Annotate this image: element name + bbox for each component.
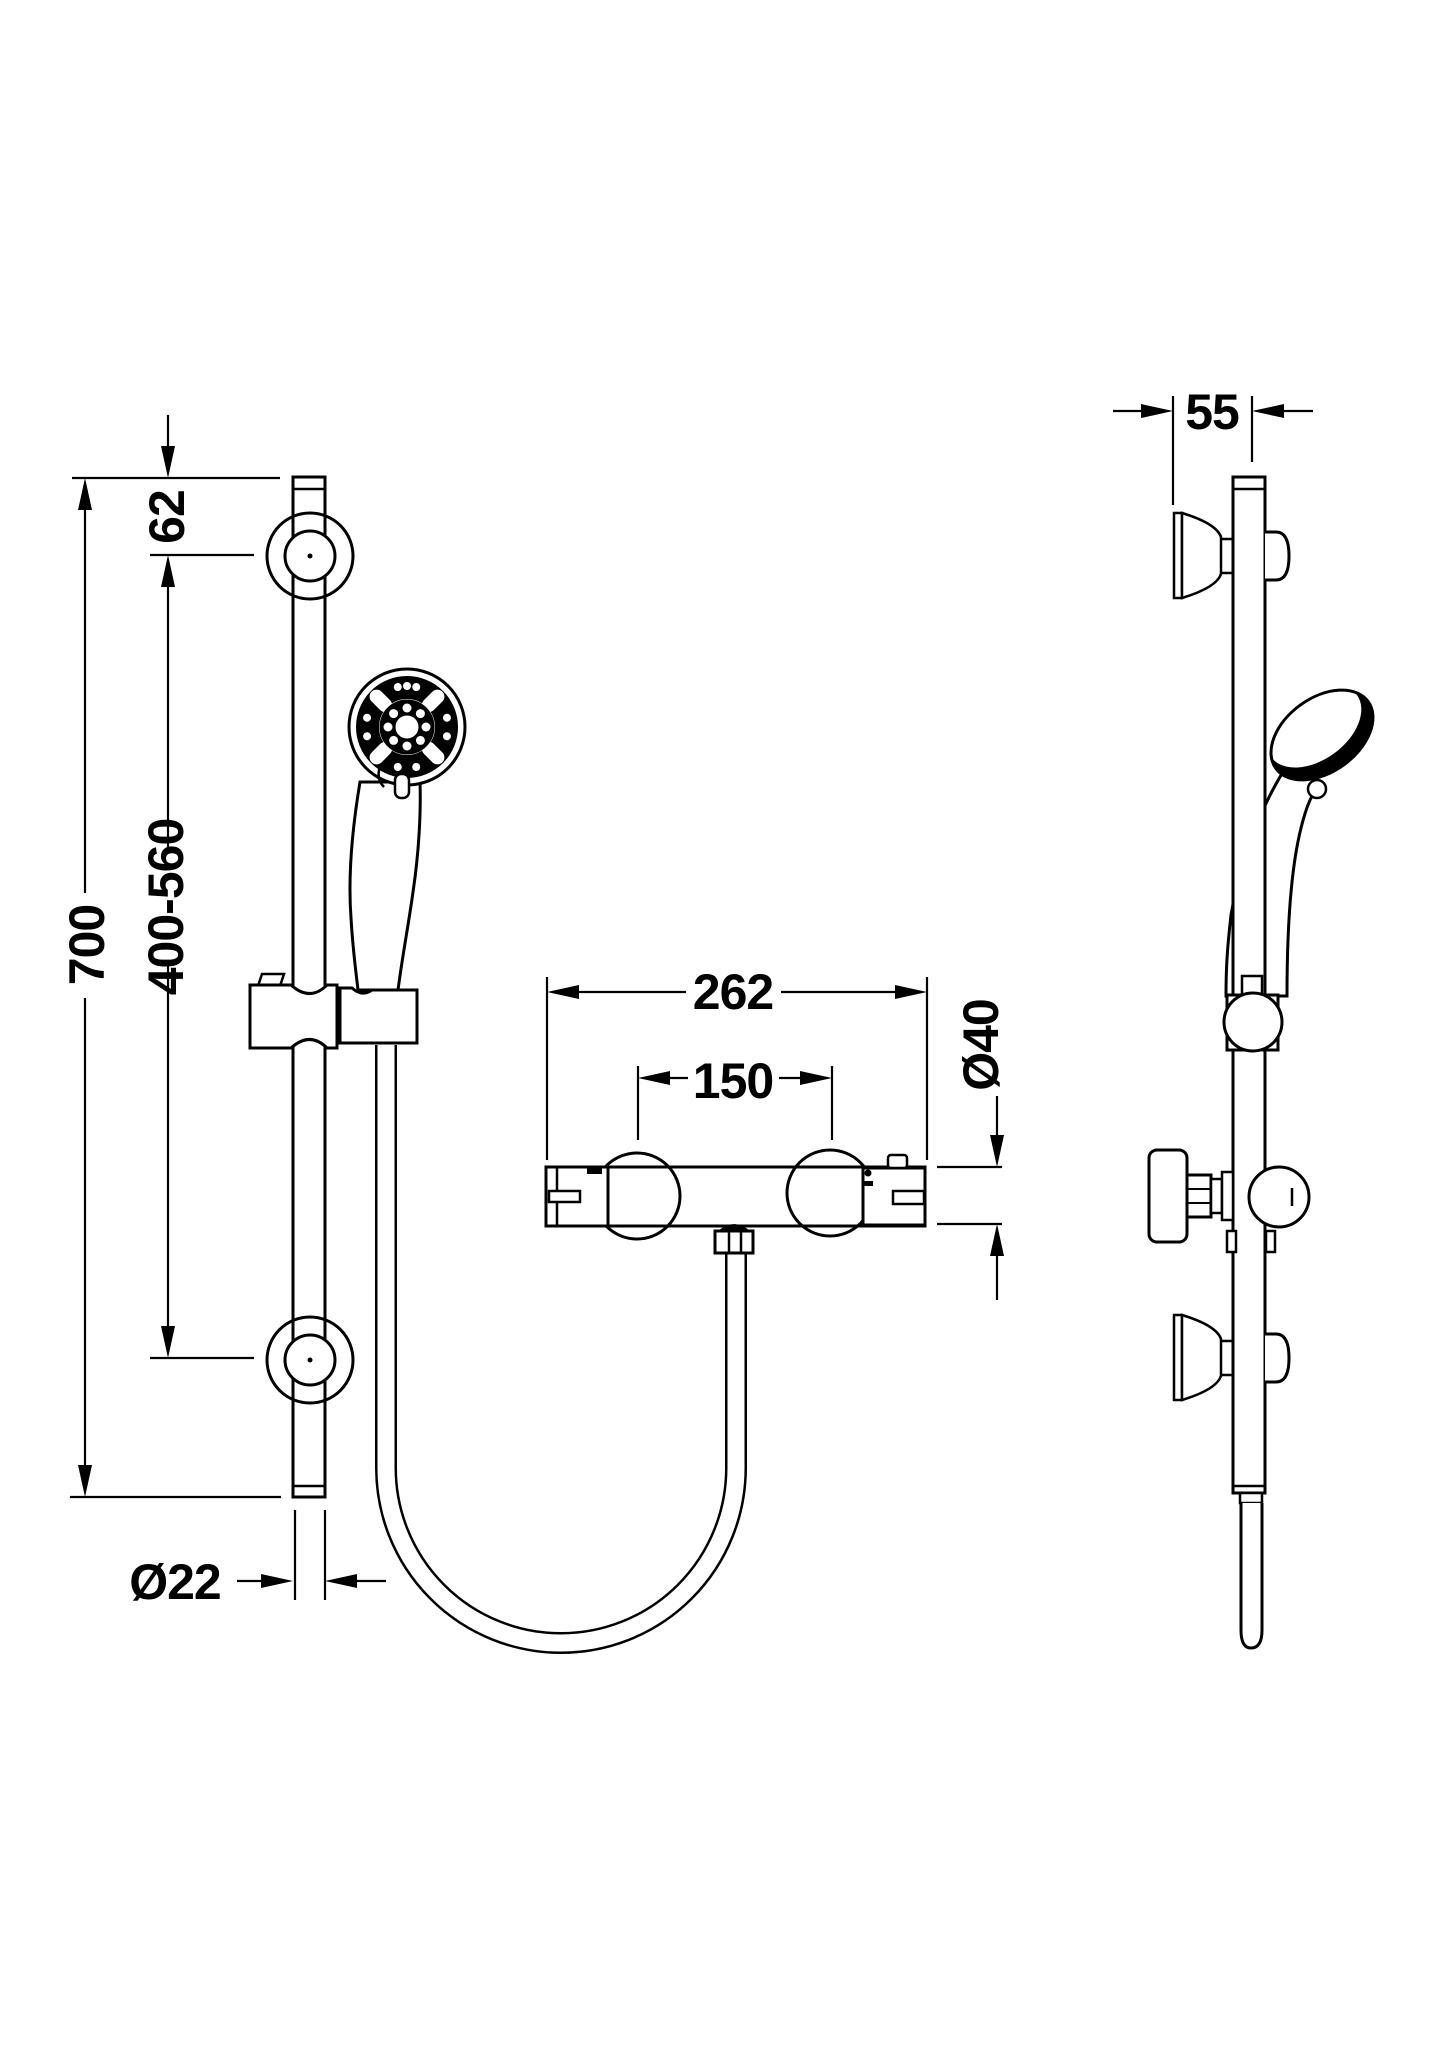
flow-mark-dot bbox=[864, 1169, 872, 1177]
flow-handle bbox=[861, 1153, 927, 1227]
side-slider-bracket bbox=[1222, 974, 1284, 1053]
temperature-handle bbox=[544, 1165, 610, 1228]
dimension-bracket-offsets: 62 400-560 bbox=[72, 415, 280, 1360]
dimension-label-valve-body-diameter: Ø40 bbox=[953, 999, 1009, 1091]
dimension-valve-body-diameter: Ø40 bbox=[937, 999, 1009, 1300]
spray-selector-hook bbox=[377, 763, 385, 788]
dimension-connection-centres: 150 bbox=[636, 1053, 834, 1140]
dimension-label-connection-centres: 150 bbox=[693, 1053, 773, 1109]
side-valve-knob bbox=[1247, 1165, 1311, 1229]
dimension-valve-width: 262 bbox=[545, 964, 929, 1160]
dimension-label-bracket-range: 400-560 bbox=[138, 819, 194, 996]
temperature-mark bbox=[587, 1167, 602, 1174]
side-bottom-wall-bracket bbox=[1172, 1313, 1291, 1402]
handset-handle bbox=[348, 780, 422, 992]
right-valve-knob bbox=[785, 1148, 875, 1238]
dimension-wall-offset: 55 bbox=[1113, 384, 1313, 505]
flow-mark-dash bbox=[862, 1181, 873, 1186]
override-button bbox=[886, 1153, 909, 1170]
dimension-label-valve-width: 262 bbox=[693, 964, 773, 1020]
side-valve-handle bbox=[1147, 1148, 1189, 1244]
top-wall-bracket bbox=[265, 511, 355, 601]
handset-spray-head bbox=[347, 667, 467, 800]
side-valve bbox=[1147, 1148, 1311, 1254]
dimension-rail-diameter: Ø22 bbox=[129, 1510, 386, 1610]
handset-cradle bbox=[338, 986, 419, 1045]
side-spray-selector-tab bbox=[1306, 778, 1328, 800]
side-hose-tail bbox=[1238, 1491, 1264, 1650]
dimension-rail-length: 700 bbox=[59, 478, 281, 1499]
side-top-wall-bracket bbox=[1172, 511, 1291, 600]
bottom-wall-bracket bbox=[265, 1315, 355, 1405]
spray-selector-tab bbox=[393, 772, 411, 800]
dimension-label-rail-diameter: Ø22 bbox=[129, 1554, 221, 1610]
dimension-label-bracket-top-offset: 62 bbox=[139, 490, 195, 544]
dimension-label-wall-offset: 55 bbox=[1185, 384, 1239, 440]
side-handset-head bbox=[1266, 684, 1375, 800]
outlet-nut bbox=[713, 1224, 755, 1255]
dimension-label-rail-length: 700 bbox=[59, 905, 115, 985]
side-view: 55 bbox=[1113, 384, 1375, 1650]
thermostatic-valve bbox=[544, 1148, 927, 1255]
shower-hose bbox=[375, 1045, 747, 1654]
side-valve-hex-nut bbox=[1185, 1173, 1213, 1219]
front-view: 62 400-560 700 Ø22 bbox=[59, 415, 1009, 1654]
slider-bracket bbox=[248, 972, 419, 1050]
